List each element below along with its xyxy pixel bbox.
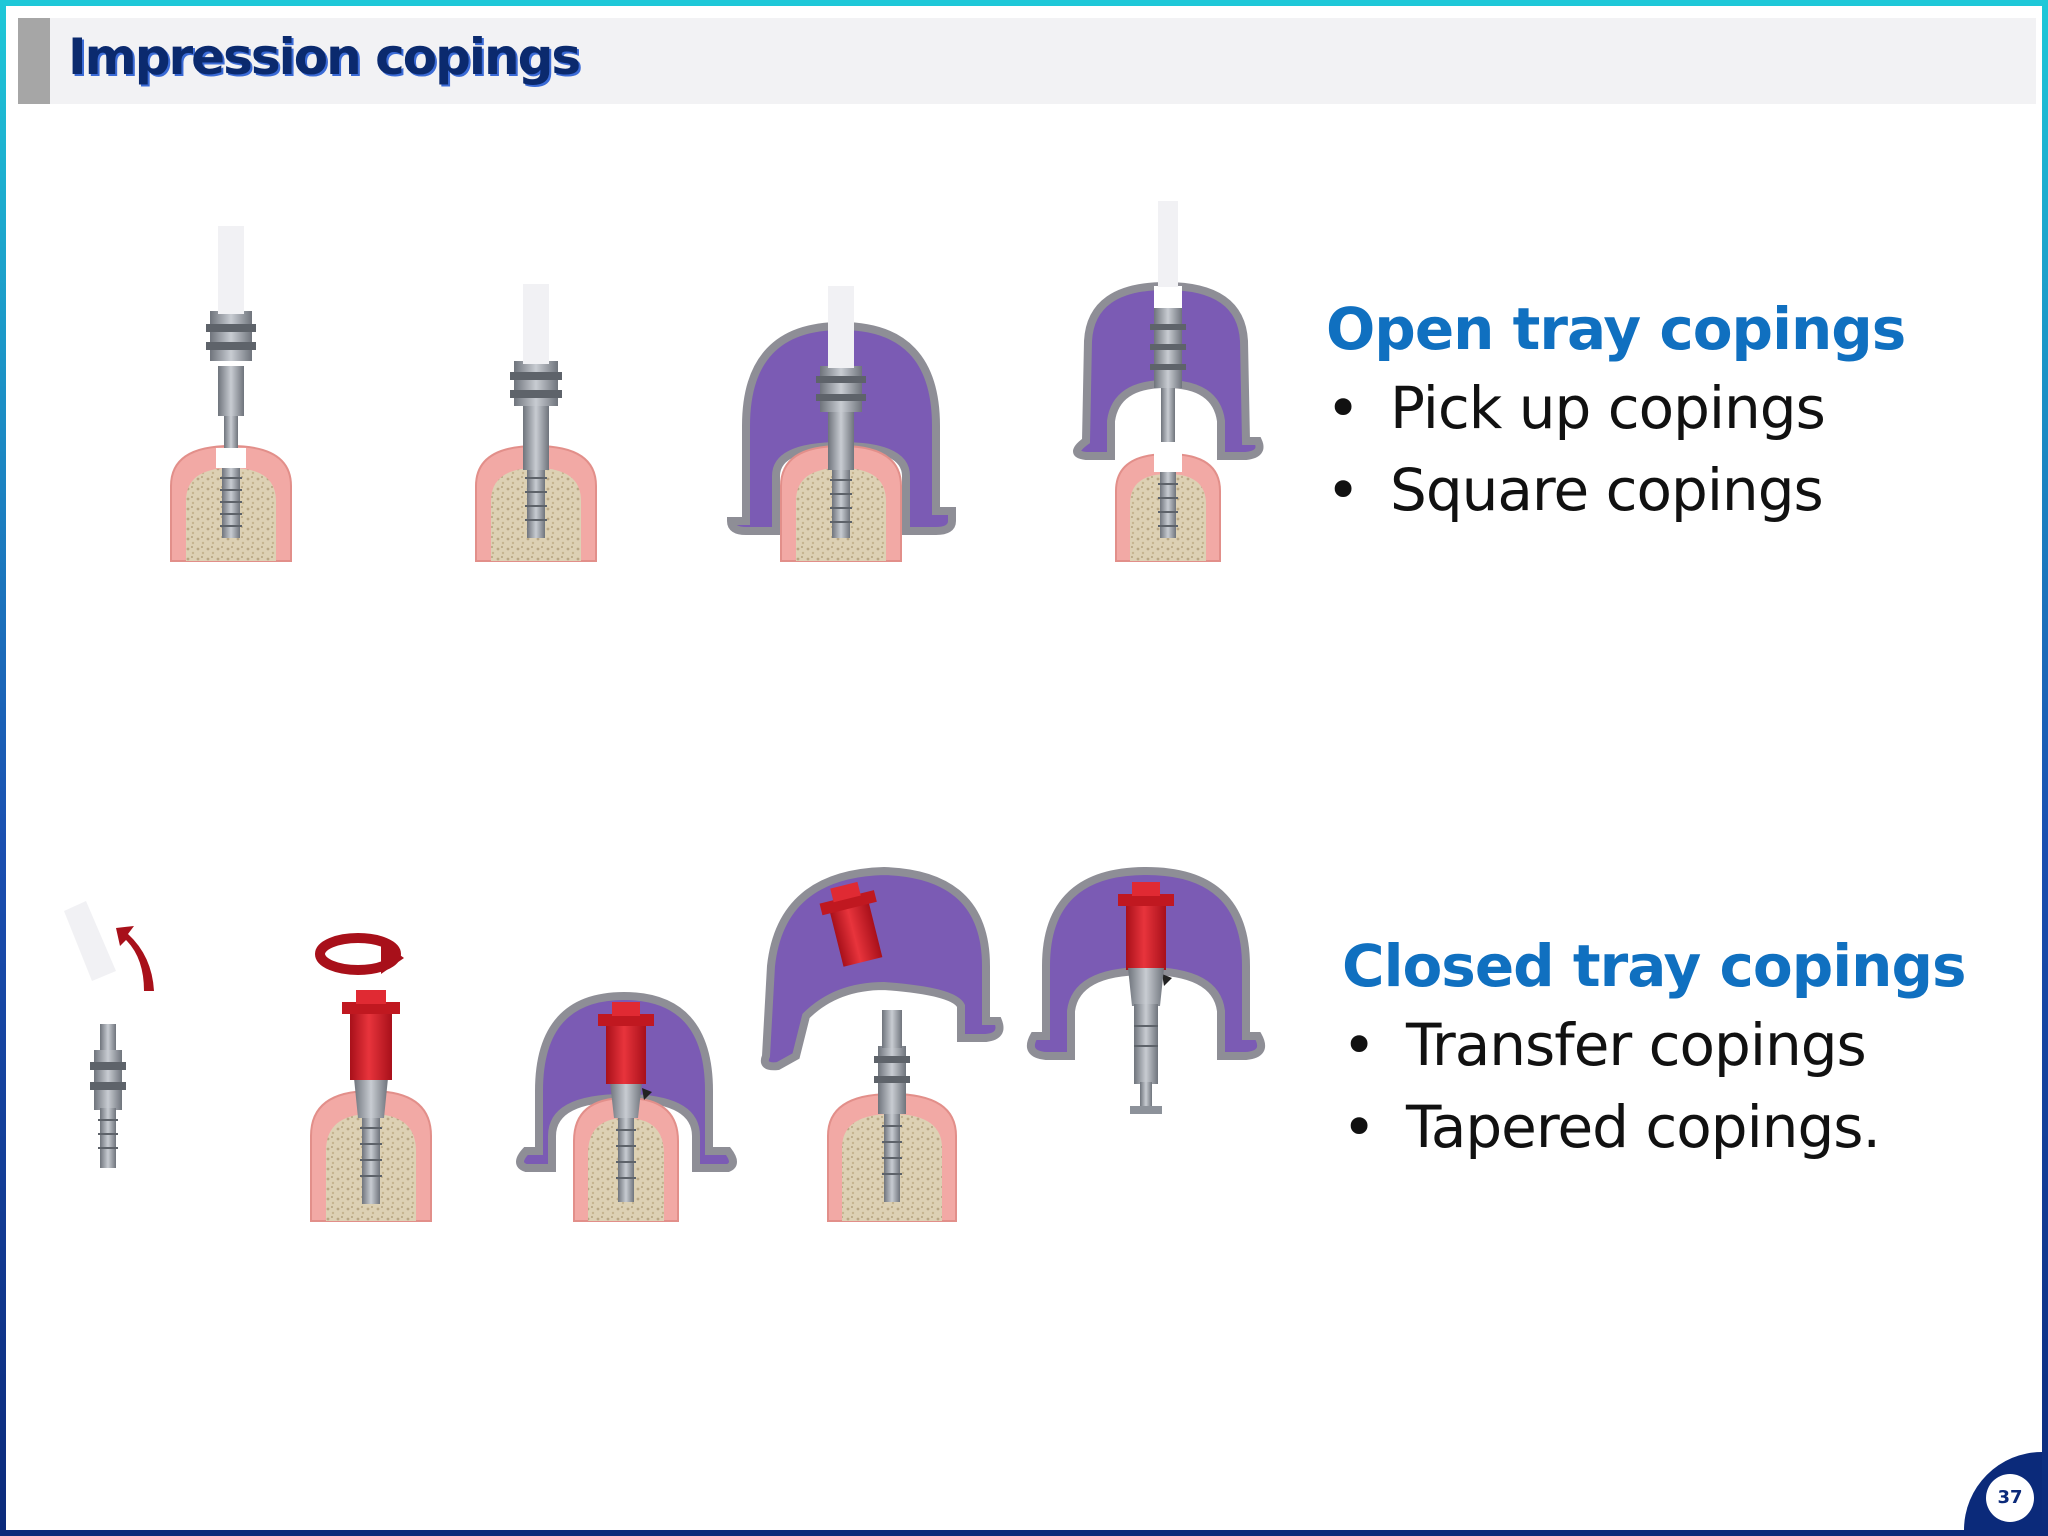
list-item: • Tapered copings. bbox=[1342, 1086, 1966, 1168]
list-item-text: Square copings bbox=[1390, 456, 1824, 524]
open-tray-step-2-illustration bbox=[475, 284, 597, 562]
open-tray-step-4-illustration bbox=[1073, 201, 1264, 562]
page-number-corner: 37 bbox=[1962, 1450, 2042, 1530]
rotate-arrow-icon bbox=[315, 933, 404, 975]
list-item: • Pick up copings bbox=[1326, 367, 1905, 449]
list-item-text: Pick up copings bbox=[1390, 374, 1826, 442]
list-item: • Square copings bbox=[1326, 449, 1905, 531]
closed-tray-section: Closed tray copings • Transfer copings • T… bbox=[1342, 928, 1967, 1168]
page-number: 37 bbox=[1986, 1474, 2034, 1522]
bullet: • bbox=[1326, 456, 1360, 524]
closed-tray-step-1-illustration bbox=[64, 901, 154, 1168]
title-accent-bar bbox=[18, 18, 50, 104]
closed-tray-list: • Transfer copings • Tapered copings. bbox=[1342, 1004, 1966, 1168]
open-tray-step-1-illustration bbox=[170, 226, 292, 562]
open-tray-section: Open tray copings • Pick up copings • Squa… bbox=[1326, 291, 1906, 531]
bullet: • bbox=[1326, 374, 1360, 442]
list-item-text: Transfer copings bbox=[1406, 1011, 1867, 1079]
title-bar: Impression copings bbox=[18, 18, 2036, 104]
open-tray-step-3-illustration bbox=[726, 286, 956, 562]
closed-tray-step-5-illustration bbox=[1027, 866, 1265, 1114]
closed-tray-step-4-illustration bbox=[760, 866, 1004, 1222]
bullet: • bbox=[1342, 1093, 1376, 1161]
list-item: • Transfer copings bbox=[1342, 1004, 1966, 1086]
open-tray-heading: Open tray copings bbox=[1326, 295, 1906, 363]
slide-title: Impression copings bbox=[68, 28, 581, 86]
closed-tray-heading: Closed tray copings bbox=[1342, 932, 1967, 1000]
bullet: • bbox=[1342, 1011, 1376, 1079]
closed-tray-step-2-illustration bbox=[310, 933, 432, 1222]
curved-arrow-icon bbox=[116, 926, 154, 991]
list-item-text: Tapered copings. bbox=[1406, 1093, 1881, 1161]
illustrations bbox=[64, 201, 1265, 1222]
open-tray-list: • Pick up copings • Square copings bbox=[1326, 367, 1905, 531]
closed-tray-step-3-illustration bbox=[516, 991, 737, 1222]
